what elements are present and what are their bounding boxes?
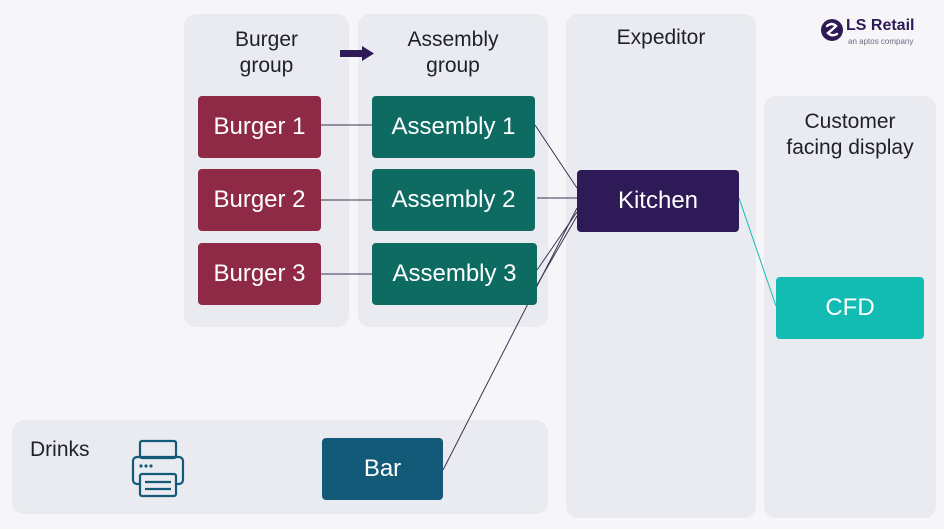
ls-retail-logo-icon <box>821 19 843 41</box>
kitchen-node: Kitchen <box>577 170 739 232</box>
ls-retail-logo: LS Retail an aptos company <box>820 17 944 51</box>
expeditor-panel <box>566 14 756 518</box>
drinks-panel <box>12 420 548 514</box>
link-assembly1-kitchen <box>534 124 578 189</box>
drinks-label: Drinks <box>30 438 90 461</box>
link-bar-kitchen <box>442 207 578 471</box>
expeditor-label: Expeditor <box>616 26 706 49</box>
burger-group-label: Burger group <box>234 28 299 77</box>
printer-icon <box>131 439 185 498</box>
burger-3-node: Burger 3 <box>198 243 321 305</box>
assembly-3-node: Assembly 3 <box>372 243 537 305</box>
logo-name: LS Retail <box>846 17 915 34</box>
burger-2-node: Burger 2 <box>198 169 321 231</box>
assembly-group-label: Assembly group <box>407 28 499 77</box>
link-kitchen-cfd <box>738 197 777 307</box>
arrow-right-icon <box>340 46 374 61</box>
logo-tagline: an aptos company <box>848 37 914 46</box>
assembly-1-node: Assembly 1 <box>372 96 535 158</box>
burger-1-node: Burger 1 <box>198 96 321 158</box>
customer-display-label: Customer facing display <box>786 110 914 159</box>
assembly-2-node: Assembly 2 <box>372 169 535 231</box>
bar-node: Bar <box>322 438 443 500</box>
cfd-node: CFD <box>776 277 924 339</box>
